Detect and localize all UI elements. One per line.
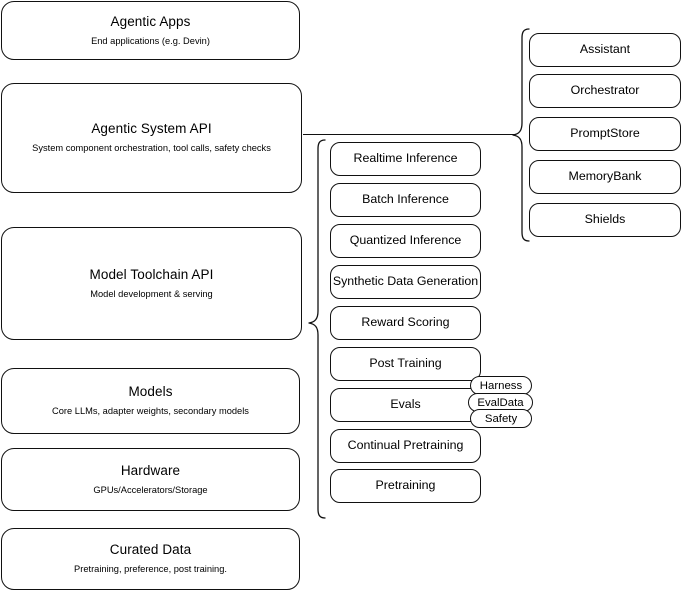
toolchain-item-pretraining[interactable]: Pretraining — [330, 469, 481, 503]
toolchain-item-label: Continual Pretraining — [347, 438, 464, 453]
layer-model-toolchain-api[interactable]: Model Toolchain API Model development & … — [1, 227, 302, 340]
toolchain-item-reward-scoring[interactable]: Reward Scoring — [330, 306, 481, 340]
layer-subtitle: Core LLMs, adapter weights, secondary mo… — [52, 406, 249, 417]
layer-subtitle: Model development & serving — [90, 288, 213, 299]
evals-tag-label: Harness — [479, 379, 523, 392]
layer-title: Agentic Apps — [110, 13, 191, 29]
toolchain-item-synthetic-data-generation[interactable]: Synthetic Data Generation — [330, 265, 481, 299]
evals-tag-label: EvalData — [477, 396, 524, 409]
toolchain-item-label: Post Training — [369, 356, 442, 371]
evals-tag-label: Safety — [484, 412, 518, 425]
evals-tag-evaldata[interactable]: EvalData — [468, 393, 533, 412]
toolchain-item-label: Synthetic Data Generation — [332, 274, 479, 289]
layer-agentic-apps[interactable]: Agentic Apps End applications (e.g. Devi… — [1, 1, 300, 60]
toolchain-item-realtime-inference[interactable]: Realtime Inference — [330, 142, 481, 176]
system-item-label: Assistant — [579, 42, 631, 57]
system-item-label: Orchestrator — [570, 83, 640, 98]
connector-system-api-to-components — [303, 134, 515, 135]
layer-curated-data[interactable]: Curated Data Pretraining, preference, po… — [1, 528, 300, 590]
system-item-promptstore[interactable]: PromptStore — [529, 117, 681, 151]
system-item-orchestrator[interactable]: Orchestrator — [529, 74, 681, 108]
toolchain-item-continual-pretraining[interactable]: Continual Pretraining — [330, 429, 481, 463]
layer-title: Curated Data — [109, 542, 192, 558]
toolchain-item-label: Batch Inference — [362, 192, 449, 207]
system-item-shields[interactable]: Shields — [529, 203, 681, 237]
system-item-label: Shields — [584, 212, 626, 227]
layer-hardware[interactable]: Hardware GPUs/Accelerators/Storage — [1, 448, 300, 511]
layer-subtitle: GPUs/Accelerators/Storage — [93, 484, 208, 495]
layer-subtitle: System component orchestration, tool cal… — [32, 143, 271, 154]
toolchain-item-evals[interactable]: Evals — [330, 388, 481, 422]
system-item-assistant[interactable]: Assistant — [529, 33, 681, 67]
layer-title: Models — [128, 384, 173, 400]
brace-toolchain-components — [307, 139, 327, 519]
toolchain-item-label: Quantized Inference — [349, 233, 462, 248]
system-item-label: PromptStore — [570, 126, 640, 141]
toolchain-item-label: Evals — [390, 397, 421, 412]
toolchain-item-label: Realtime Inference — [353, 151, 458, 166]
toolchain-item-label: Pretraining — [375, 478, 436, 493]
layer-models[interactable]: Models Core LLMs, adapter weights, secon… — [1, 368, 300, 434]
system-item-label: MemoryBank — [568, 169, 642, 184]
layer-agentic-system-api[interactable]: Agentic System API System component orch… — [1, 83, 302, 193]
layer-subtitle: Pretraining, preference, post training. — [74, 564, 227, 575]
layer-title: Agentic System API — [91, 121, 212, 137]
brace-system-components — [511, 28, 531, 242]
toolchain-item-quantized-inference[interactable]: Quantized Inference — [330, 224, 481, 258]
layer-subtitle: End applications (e.g. Devin) — [91, 35, 210, 46]
evals-tag-safety[interactable]: Safety — [470, 409, 532, 428]
toolchain-item-label: Reward Scoring — [361, 315, 450, 330]
toolchain-item-batch-inference[interactable]: Batch Inference — [330, 183, 481, 217]
layer-title: Model Toolchain API — [89, 266, 214, 282]
system-item-memorybank[interactable]: MemoryBank — [529, 160, 681, 194]
toolchain-item-post-training[interactable]: Post Training — [330, 347, 481, 381]
layer-title: Hardware — [120, 462, 181, 478]
